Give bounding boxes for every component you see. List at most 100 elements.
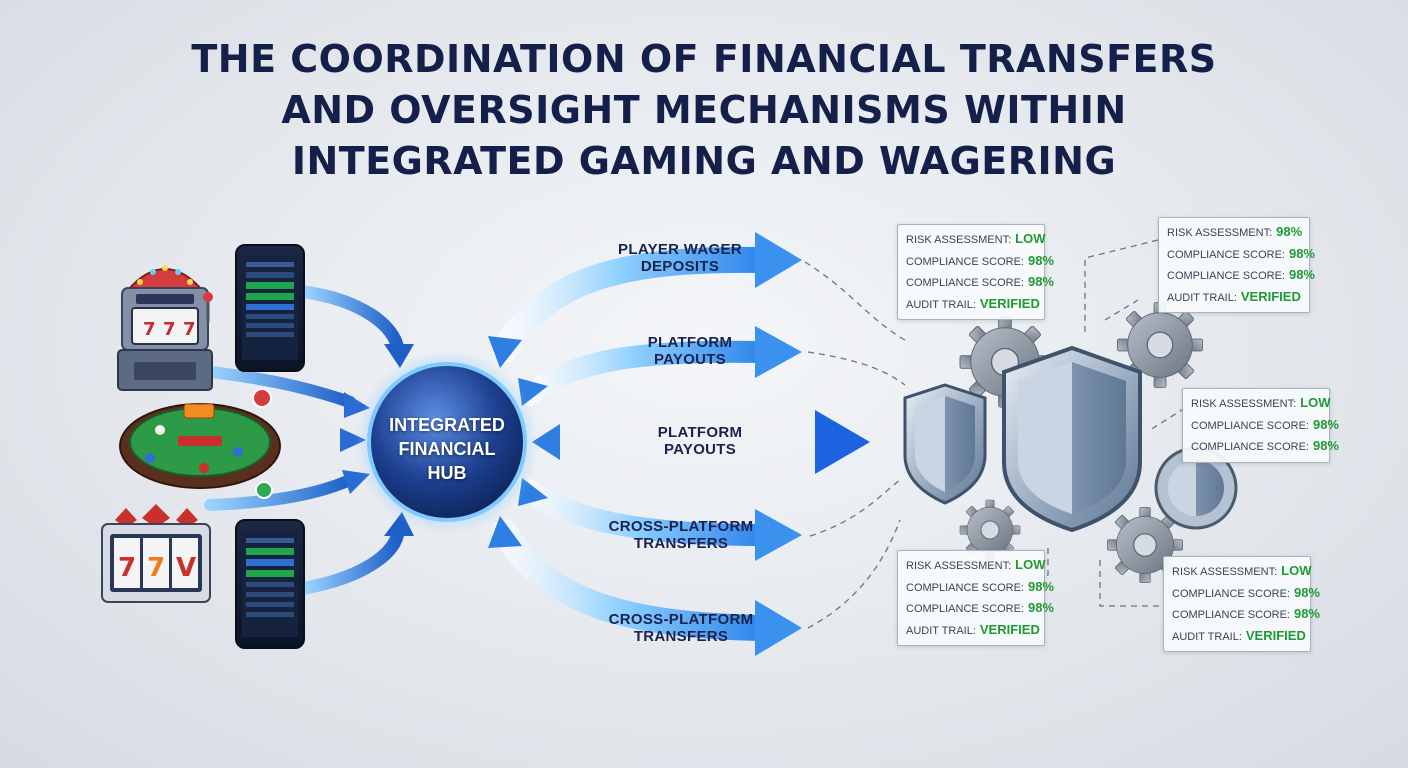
metric-value: 98% — [1312, 438, 1339, 453]
oversight-card: Risk Assessment:98% Compliance Score:98%… — [1158, 217, 1315, 313]
card-row: Risk Assessment:Low — [906, 555, 1045, 577]
metric-value: Low — [1300, 395, 1331, 410]
card-row: Compliance Score:98% — [1191, 436, 1339, 458]
flow-label-line: Transfers — [633, 628, 729, 645]
svg-text:7: 7 — [183, 319, 196, 340]
metric-label: Risk Assessment: — [1167, 227, 1273, 239]
mobile-app-icon — [235, 244, 305, 372]
metric-label: Compliance Score: — [906, 255, 1024, 268]
flow-label-line: Cross-Platform — [608, 611, 754, 628]
shield-icon — [903, 383, 987, 505]
incoming-arrows — [204, 285, 414, 595]
poker-table-icon — [119, 388, 281, 499]
metric-value: Verified — [1240, 288, 1301, 304]
flow-label-platform-payouts-main: Platform Payouts — [600, 424, 800, 458]
metric-label: Compliance Score: — [906, 581, 1024, 594]
card-row: Audit Trail:Verified — [1172, 626, 1306, 648]
oversight-card: Risk Assessment:Low Compliance Score:98%… — [897, 224, 1054, 320]
card-row: Audit Trail:Verified — [1167, 287, 1301, 309]
card-row: Compliance Score:98% — [1167, 265, 1315, 287]
metric-value: 98% — [1288, 267, 1315, 282]
metric-value: 98% — [1293, 584, 1320, 600]
metric-label: Audit Trail: — [1167, 291, 1237, 304]
metric-label: Risk Assessment: — [906, 234, 1012, 246]
metric-value: 98% — [1288, 245, 1315, 261]
metric-value: Verified — [979, 621, 1040, 637]
shield-icon — [1154, 446, 1238, 530]
card-row: Compliance Score:98% — [906, 251, 1054, 273]
oversight-card: Risk Assessment:Low Compliance Score:98%… — [897, 550, 1054, 646]
card-row: Compliance Score:98% — [906, 598, 1054, 620]
metric-value: 98% — [1293, 606, 1320, 621]
title-line-1: The Coordination of Financial Transfers — [191, 37, 1217, 81]
flow-label-line: Payouts — [653, 351, 727, 368]
metric-value: 98% — [1027, 600, 1054, 615]
metric-label: Audit Trail: — [1172, 630, 1242, 643]
flow-label-line: Cross-Platform — [608, 518, 754, 535]
card-row: Audit Trail:Verified — [906, 294, 1040, 316]
metric-value: Verified — [1245, 627, 1306, 643]
card-row: Risk Assessment:98% — [1167, 222, 1303, 244]
svg-text:7: 7 — [147, 553, 165, 583]
metric-label: Risk Assessment: — [1191, 398, 1297, 410]
card-row: Risk Assessment:Low — [906, 229, 1045, 251]
hub-label: Integrated Financial Hub — [362, 413, 532, 485]
metric-value: Low — [1015, 557, 1046, 572]
hub-label-line: Financial — [398, 439, 496, 459]
metric-label: Compliance Score: — [1167, 270, 1285, 282]
card-row: Risk Assessment:Low — [1172, 561, 1311, 583]
metric-label: Risk Assessment: — [1172, 566, 1278, 578]
metric-label: Compliance Score: — [1172, 587, 1290, 600]
financial-hub — [367, 362, 527, 522]
oversight-card: Risk Assessment:Low Compliance Score:98%… — [1182, 388, 1339, 463]
svg-text:7: 7 — [143, 319, 156, 340]
metric-value: Low — [1281, 563, 1312, 578]
flow-label-line: Payouts — [663, 441, 737, 458]
slot-machine-icon: 7 7 7 — [117, 265, 213, 391]
metric-label: Compliance Score: — [1167, 248, 1285, 261]
title-line-2: and Oversight Mechanisms within — [281, 88, 1127, 132]
outgoing-arrows — [488, 232, 870, 656]
metric-value: Verified — [979, 295, 1040, 311]
dashed-connectors — [804, 239, 1186, 629]
mobile-app-icon — [235, 519, 305, 649]
metric-value: 98% — [1276, 224, 1303, 239]
metric-value: 98% — [1027, 252, 1054, 268]
metric-value: 98% — [1027, 578, 1054, 594]
metric-label: Compliance Score: — [906, 277, 1024, 289]
svg-text:7: 7 — [118, 553, 136, 583]
metric-value: Low — [1015, 231, 1046, 246]
card-row: Audit Trail:Verified — [906, 620, 1040, 642]
flow-label-line: Deposits — [640, 258, 720, 275]
hub-label-line: Hub — [427, 463, 467, 483]
oversight-card: Risk Assessment:Low Compliance Score:98%… — [1163, 556, 1320, 652]
card-row: Risk Assessment:Low — [1191, 393, 1330, 415]
flow-label-platform-payouts: Platform Payouts — [590, 334, 790, 368]
metric-label: Compliance Score: — [1191, 441, 1309, 453]
svg-text:V: V — [176, 553, 196, 583]
shield-icon — [1002, 345, 1142, 533]
metric-label: Compliance Score: — [1172, 609, 1290, 621]
metric-label: Compliance Score: — [906, 603, 1024, 615]
card-row: Compliance Score:98% — [1191, 415, 1339, 437]
metric-value: 98% — [1027, 274, 1054, 289]
svg-text:7: 7 — [163, 319, 176, 340]
metric-label: Audit Trail: — [906, 298, 976, 311]
slot-machine-icon: 7 7 V — [101, 504, 211, 603]
card-row: Compliance Score:98% — [1167, 244, 1315, 266]
metric-label: Audit Trail: — [906, 624, 976, 637]
page-title: The Coordination of Financial Transfers … — [0, 34, 1408, 187]
card-row: Compliance Score:98% — [906, 577, 1054, 599]
flow-label-cross-platform-2: Cross-Platform Transfers — [581, 611, 781, 645]
flow-label-line: Player Wager — [618, 241, 742, 258]
card-row: Compliance Score:98% — [1172, 583, 1320, 605]
title-line-3: Integrated Gaming and Wagering — [291, 139, 1117, 183]
flow-label-line: Transfers — [633, 535, 729, 552]
metric-label: Risk Assessment: — [906, 560, 1012, 572]
hub-label-line: Integrated — [389, 415, 505, 435]
card-row: Compliance Score:98% — [906, 272, 1054, 294]
metric-value: 98% — [1312, 416, 1339, 432]
flow-label-cross-platform: Cross-Platform Transfers — [581, 518, 781, 552]
metric-label: Compliance Score: — [1191, 419, 1309, 432]
